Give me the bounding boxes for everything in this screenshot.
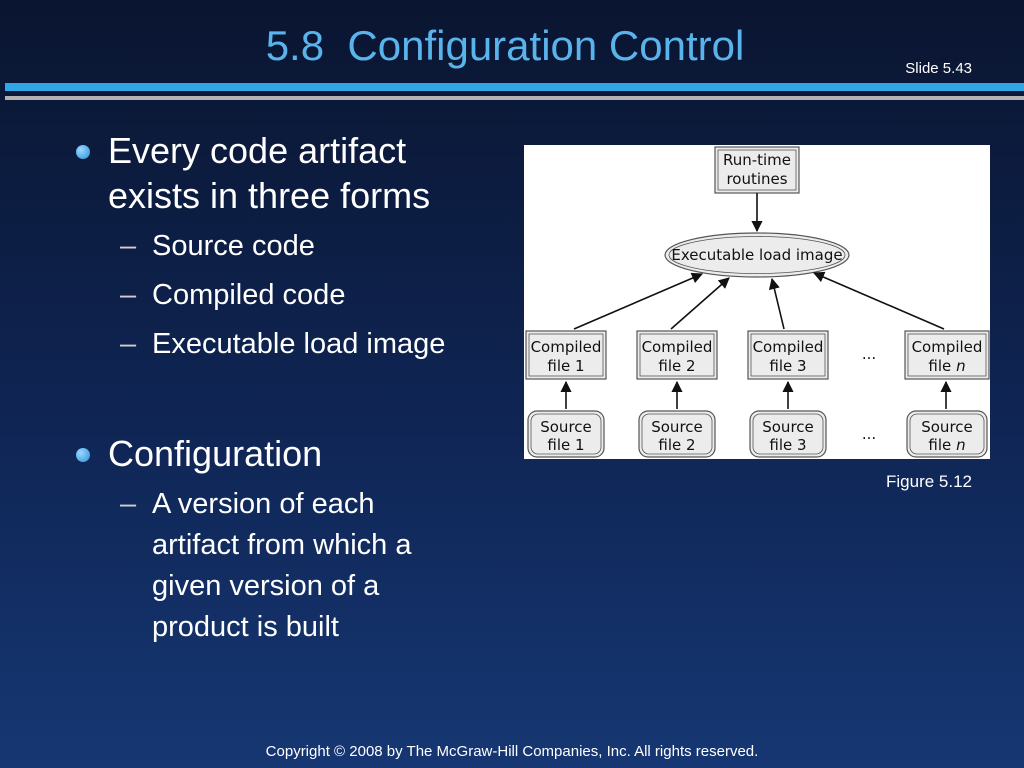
file-prefix: file: [928, 436, 951, 454]
file-id: 2: [686, 436, 696, 454]
source-ellipsis: ...: [862, 425, 876, 443]
runtime-label-line: routines: [726, 170, 787, 188]
bullet-dot-icon: [76, 448, 90, 462]
dash-icon: –: [120, 328, 137, 360]
dash-icon: –: [120, 488, 137, 520]
edge-compiled-2: [670, 277, 730, 330]
bullet-text-line: exists in three forms: [108, 175, 431, 216]
svg-text:file 3: file 3: [769, 357, 806, 375]
sub-bullet-text-line: given version of a: [152, 570, 380, 602]
source-label: Source: [921, 418, 973, 436]
edge-compiled-1: [573, 272, 704, 330]
title-rule-gray: [5, 96, 1024, 100]
svg-text:file 2: file 2: [658, 357, 695, 375]
source-file-3-node: Source file 3: [749, 410, 827, 458]
file-prefix: file: [769, 357, 792, 375]
file-prefix: file: [658, 357, 681, 375]
compiled-file-3-node: Compiled file 3: [747, 330, 829, 380]
file-prefix: file: [547, 357, 570, 375]
bullet-configuration: Configuration: [70, 431, 510, 476]
sub-bullet-text: Compiled code: [152, 279, 346, 311]
executable-load-image-node: Executable load image: [664, 232, 850, 278]
slide-number: Slide 5.43: [905, 60, 972, 77]
runtime-routines-node: Run-time routines: [714, 146, 800, 194]
sub-bullet-executable-load-image: – Executable load image: [70, 324, 510, 365]
file-prefix: file: [547, 436, 570, 454]
file-id: 3: [797, 357, 807, 375]
sub-bullet-text: Source code: [152, 230, 315, 262]
source-file-n-node: Source file n: [906, 410, 988, 458]
title-rule-blue: [5, 83, 1024, 91]
bullet-text-line: Every code artifact: [108, 130, 407, 171]
svg-text:file 1: file 1: [547, 436, 584, 454]
compiled-label: Compiled: [753, 338, 824, 356]
sub-bullet-compiled-code: – Compiled code: [70, 275, 510, 316]
sub-bullet-configuration-definition: – A version of each artifact from which …: [70, 484, 510, 648]
compiled-label: Compiled: [642, 338, 713, 356]
bullet-code-artifact: Every code artifact exists in three form…: [70, 128, 510, 218]
file-id: 1: [575, 436, 585, 454]
dash-icon: –: [120, 279, 137, 311]
source-label: Source: [651, 418, 703, 436]
file-prefix: file: [769, 436, 792, 454]
file-id: n: [956, 436, 966, 454]
file-id: 3: [797, 436, 807, 454]
load-image-label: Executable load image: [671, 246, 842, 264]
compiled-file-1-node: Compiled file 1: [525, 330, 607, 380]
source-file-2-node: Source file 2: [638, 410, 716, 458]
bullet-text-line: Configuration: [108, 433, 323, 474]
configuration-figure: Run-time routines Executable load image …: [524, 145, 990, 459]
bullet-list: Every code artifact exists in three form…: [70, 128, 510, 648]
file-prefix: file: [928, 357, 951, 375]
sub-bullet-text-line: A version of each: [152, 488, 375, 520]
source-label: Source: [762, 418, 814, 436]
compiled-file-n-node: Compiled file n: [904, 330, 990, 380]
runtime-label-line: Run-time: [723, 151, 791, 169]
configuration-diagram: Run-time routines Executable load image …: [525, 146, 990, 458]
bullet-dot-icon: [76, 145, 90, 159]
file-id: 2: [686, 357, 696, 375]
source-file-1-node: Source file 1: [527, 410, 605, 458]
compiled-ellipsis: ...: [862, 345, 876, 363]
svg-text:file n: file n: [928, 436, 965, 454]
dash-icon: –: [120, 230, 137, 262]
svg-text:file 3: file 3: [769, 436, 806, 454]
sub-bullet-text: Executable load image: [152, 328, 446, 360]
file-prefix: file: [658, 436, 681, 454]
compiled-file-2-node: Compiled file 2: [636, 330, 718, 380]
file-id: 1: [575, 357, 585, 375]
edge-compiled-3: [768, 277, 785, 330]
file-id: n: [956, 357, 966, 375]
slide-title: 5.8 Configuration Control: [265, 22, 745, 69]
sub-bullet-source-code: – Source code: [70, 226, 510, 267]
edge-compiled-n: [812, 271, 945, 330]
copyright-footer: Copyright © 2008 by The McGraw-Hill Comp…: [265, 743, 759, 760]
source-label: Source: [540, 418, 592, 436]
figure-caption: Figure 5.12: [886, 472, 972, 491]
compiled-label: Compiled: [531, 338, 602, 356]
svg-text:file 1: file 1: [547, 357, 584, 375]
compiled-label: Compiled: [912, 338, 983, 356]
svg-text:file n: file n: [928, 357, 965, 375]
sub-bullet-text-line: product is built: [152, 611, 339, 643]
sub-bullet-text-line: artifact from which a: [152, 529, 412, 561]
svg-text:file 2: file 2: [658, 436, 695, 454]
